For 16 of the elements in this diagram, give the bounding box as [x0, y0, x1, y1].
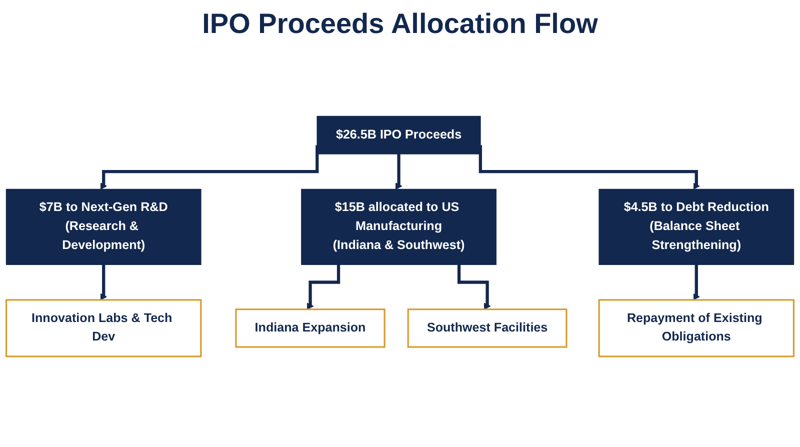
node-box: $7B to Next-Gen R&D (Research & Development)	[6, 189, 202, 266]
node-box: $4.5B to Debt Reduction (Balance Sheet Strengthening)	[598, 189, 794, 266]
node-box: Southwest Facilities	[407, 308, 568, 348]
node-box: $15B allocated to US Manufacturing (Indiana & Southwest)	[301, 189, 496, 266]
arrow	[478, 145, 700, 190]
node-box: $26.5B IPO Proceeds	[316, 116, 481, 154]
node-box: Innovation Labs & Tech Dev	[6, 299, 202, 358]
arrow	[395, 154, 402, 190]
arrow	[100, 145, 319, 190]
diagram-title: IPO Proceeds Allocation Flow	[201, 8, 599, 40]
arrow	[457, 264, 491, 310]
arrow	[100, 264, 108, 300]
arrow	[306, 264, 340, 310]
arrow	[692, 264, 700, 300]
node-box: Repayment of Existing Obligations	[598, 299, 794, 358]
node-box: Indiana Expansion	[235, 308, 386, 348]
